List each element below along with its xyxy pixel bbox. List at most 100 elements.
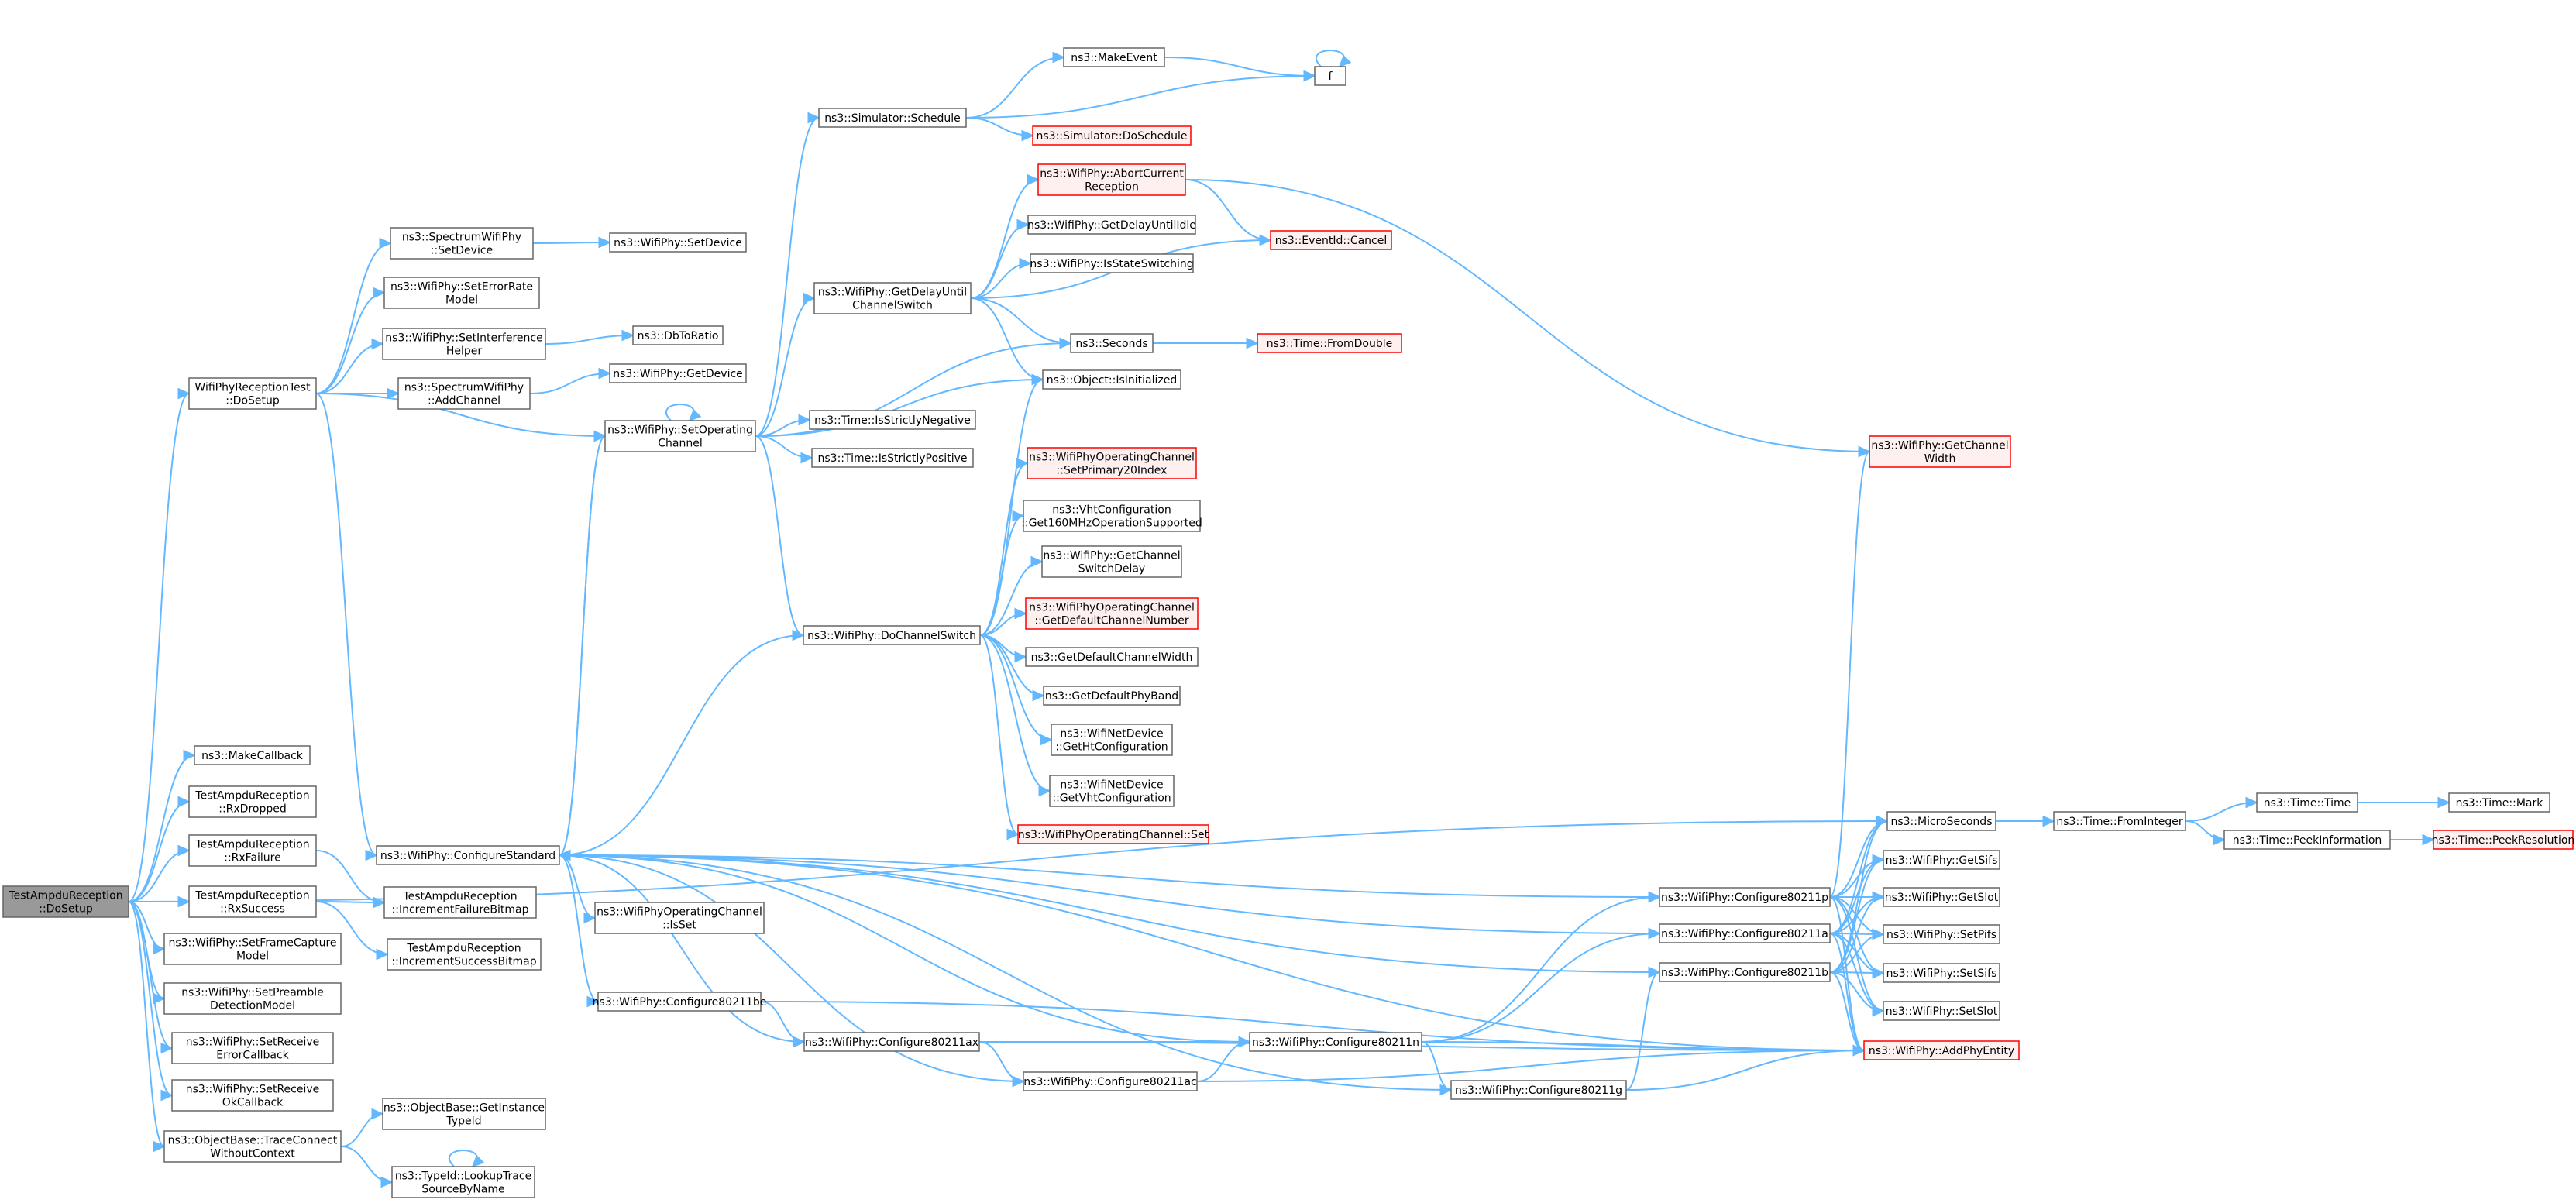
edge-rxFailure-to-incFail (315, 850, 384, 902)
node-ns3-simulator-doschedule[interactable]: ns3::Simulator::DoSchedule (1032, 125, 1192, 146)
node-ns3-wifiphyoperatingchannel-set[interactable]: ns3::WifiPhyOperatingChannel::Set (1017, 824, 1209, 844)
node-ns3-spectrumwifiphy-addchannel[interactable]: ns3::SpectrumWifiPhy::AddChannel (397, 377, 531, 410)
node-ns3-object-isinitialized[interactable]: ns3::Object::IsInitialized (1042, 369, 1181, 390)
node-ns3-seconds[interactable]: ns3::Seconds (1070, 333, 1154, 353)
node-testampdureception-rxdropped[interactable]: TestAmpduReception::RxDropped (188, 785, 317, 818)
node-ns3-wifiphy-getdelayuntilidle[interactable]: ns3::WifiPhy::GetDelayUntilIdle (1027, 215, 1196, 235)
node-ns3-wifiphy-configure80211be[interactable]: ns3::WifiPhy::Configure80211be (593, 992, 767, 1012)
node-ns3-wifiphyoperatingchannel-getdefaultchannelnumber[interactable]: ns3::WifiPhyOperatingChannel::GetDefault… (1025, 597, 1199, 630)
edge-cfgN-to-addPhyEntity (1421, 1041, 1864, 1050)
node-ns3-simulator-schedule[interactable]: ns3::Simulator::Schedule (818, 108, 967, 128)
node-ns3-wifiphy-configure80211a[interactable]: ns3::WifiPhy::Configure80211a (1659, 923, 1831, 943)
node-ns3-wifiphy-configure80211ac[interactable]: ns3::WifiPhy::Configure80211ac (1023, 1071, 1198, 1091)
node-ns3-wifiphy-configure80211p[interactable]: ns3::WifiPhy::Configure80211p (1659, 887, 1831, 907)
node-f[interactable]: f (1314, 66, 1346, 86)
edge-cfgB-to-getSlot (1829, 897, 1883, 973)
node-label: ns3::WifiPhy::SetOperating (607, 424, 753, 437)
node-testampdureception-dosetup[interactable]: TestAmpduReception::DoSetup (2, 885, 129, 918)
node-ns3-wifiphy-getslot[interactable]: ns3::WifiPhy::GetSlot (1883, 887, 2000, 907)
node-ns3-vhtconfiguration-get160mhzoperationsupported[interactable]: ns3::VhtConfiguration::Get160MHzOperatio… (1021, 500, 1202, 532)
node-ns3-wifiphy-isstateswitching[interactable]: ns3::WifiPhy::IsStateSwitching (1030, 253, 1194, 273)
node-ns3-dbtoratio[interactable]: ns3::DbToRatio (632, 325, 724, 345)
node-testampdureception-incrementfailurebitmap[interactable]: TestAmpduReception::IncrementFailureBitm… (383, 886, 537, 919)
node-ns3-wifiphy-configure80211n[interactable]: ns3::WifiPhy::Configure80211n (1249, 1032, 1422, 1052)
node-ns3-objectbase-traceconnect-withoutcontext[interactable]: ns3::ObjectBase::TraceConnectWithoutCont… (163, 1130, 342, 1163)
node-ns3-wifiphy-configure80211b[interactable]: ns3::WifiPhy::Configure80211b (1659, 962, 1831, 982)
node-ns3-time-peekresolution[interactable]: ns3::Time::PeekResolution (2432, 830, 2575, 850)
node-wifiphyreceptiontest-dosetup[interactable]: WifiPhyReceptionTest::DoSetup (188, 377, 317, 410)
node-ns3-wifiphy-getsifs[interactable]: ns3::WifiPhy::GetSifs (1883, 850, 2000, 870)
node-ns3-wifiphy-getdevice[interactable]: ns3::WifiPhy::GetDevice (609, 363, 747, 383)
node-ns3-wifiphy-dochannelswitch[interactable]: ns3::WifiPhy::DoChannelSwitch (803, 625, 981, 645)
node-box (1659, 887, 1831, 907)
edge-simSchedule-to-makeEvent (965, 57, 1064, 119)
node-ns3-spectrumwifiphy-setdevice[interactable]: ns3::SpectrumWifiPhy::SetDevice (390, 227, 534, 260)
node-ns3-wifiphy-setpifs[interactable]: ns3::WifiPhy::SetPifs (1883, 924, 2000, 944)
node-ns3-time-isstrictlynegative[interactable]: ns3::Time::IsStrictlyNegative (809, 410, 976, 430)
node-box (382, 328, 546, 360)
node-ns3-wifiphy-configurestandard[interactable]: ns3::WifiPhy::ConfigureStandard (376, 845, 560, 865)
node-ns3-makecallback[interactable]: ns3::MakeCallback (194, 745, 311, 765)
node-label: Channel (658, 438, 702, 450)
node-label: ns3::WifiPhyOperatingChannel::Set (1018, 829, 1209, 841)
node-ns3-wifiphyoperatingchannel-setprimary20index[interactable]: ns3::WifiPhyOperatingChannel::SetPrimary… (1027, 447, 1197, 479)
node-label: Helper (446, 345, 483, 358)
node-ns3-time-frominteger[interactable]: ns3::Time::FromInteger (2053, 811, 2186, 831)
node-ns3-eventid-cancel[interactable]: ns3::EventId::Cancel (1270, 230, 1392, 250)
node-ns3-time-mark[interactable]: ns3::Time::Mark (2448, 792, 2550, 813)
node-ns3-wifiphy-configure80211g[interactable]: ns3::WifiPhy::Configure80211g (1450, 1080, 1627, 1100)
node-ns3-time-peekinformation[interactable]: ns3::Time::PeekInformation (2223, 830, 2391, 850)
node-label: ::RxFailure (224, 852, 281, 864)
node-ns3-time-isstrictlypositive[interactable]: ns3::Time::IsStrictlyPositive (811, 448, 974, 468)
node-testampdureception-rxsuccess[interactable]: TestAmpduReception::RxSuccess (188, 885, 317, 918)
node-ns3-wifinetdevice-getvhtconfiguration[interactable]: ns3::WifiNetDevice::GetVhtConfiguration (1049, 775, 1175, 807)
node-testampdureception-incrementsuccessbitmap[interactable]: TestAmpduReception::IncrementSuccessBitm… (387, 938, 542, 971)
node-ns3-wifiphy-addphyentity[interactable]: ns3::WifiPhy::AddPhyEntity (1863, 1040, 2020, 1060)
edge-configStd-to-cfgAc (559, 854, 1023, 1081)
node-ns3-wifiphyoperatingchannel-isset[interactable]: ns3::WifiPhyOperatingChannel::IsSet (594, 902, 765, 934)
node-label: TestAmpduReception (194, 790, 309, 803)
node-ns3-wifiphy-setslot[interactable]: ns3::WifiPhy::SetSlot (1883, 1001, 2000, 1021)
node-label: DetectionModel (210, 1000, 295, 1012)
node-ns3-getdefaultphyband[interactable]: ns3::GetDefaultPhyBand (1043, 686, 1181, 706)
node-label: ns3::WifiPhy::GetDelayUntil (818, 287, 967, 299)
node-label: ::IncrementSuccessBitmap (391, 956, 536, 968)
node-testampdureception-rxfailure[interactable]: TestAmpduReception::RxFailure (188, 834, 317, 867)
node-ns3-wifiphy-setsifs[interactable]: ns3::WifiPhy::SetSifs (1883, 963, 2000, 983)
node-box (594, 902, 765, 934)
edge-root-to-setReceiveError (128, 901, 172, 1048)
node-ns3-microseconds[interactable]: ns3::MicroSeconds (1886, 811, 1996, 831)
node-label: TypeId (445, 1115, 481, 1128)
edge-root-to-makeCallback (128, 755, 194, 902)
node-ns3-wifiphy-setdevice[interactable]: ns3::WifiPhy::SetDevice (609, 232, 747, 253)
node-ns3-makeevent[interactable]: ns3::MakeEvent (1063, 47, 1165, 67)
node-ns3-wifinetdevice-gethtconfiguration[interactable]: ns3::WifiNetDevice::GetHtConfiguration (1051, 724, 1173, 756)
node-label: TestAmpduReception (194, 890, 309, 902)
node-box (171, 1032, 334, 1064)
node-ns3-time-time[interactable]: ns3::Time::Time (2256, 792, 2358, 813)
node-box (397, 377, 531, 410)
node-label: ChannelSwitch (852, 300, 933, 312)
node-box (163, 933, 342, 965)
node-label: Width (1924, 453, 1956, 466)
node-ns3-wifiphy-configure80211ax[interactable]: ns3::WifiPhy::Configure80211ax (803, 1032, 980, 1052)
node-box (803, 625, 981, 645)
node-label: ns3::WifiPhy::SetErrorRate (390, 281, 533, 294)
edge-doChannelSwitch-to-opChSet (979, 634, 1018, 834)
node-ns3-getdefaultchannelwidth[interactable]: ns3::GetDefaultChannelWidth (1025, 647, 1199, 667)
node-label: ::IsSet (662, 919, 696, 932)
node-ns3-time-fromdouble[interactable]: ns3::Time::FromDouble (1257, 333, 1402, 353)
